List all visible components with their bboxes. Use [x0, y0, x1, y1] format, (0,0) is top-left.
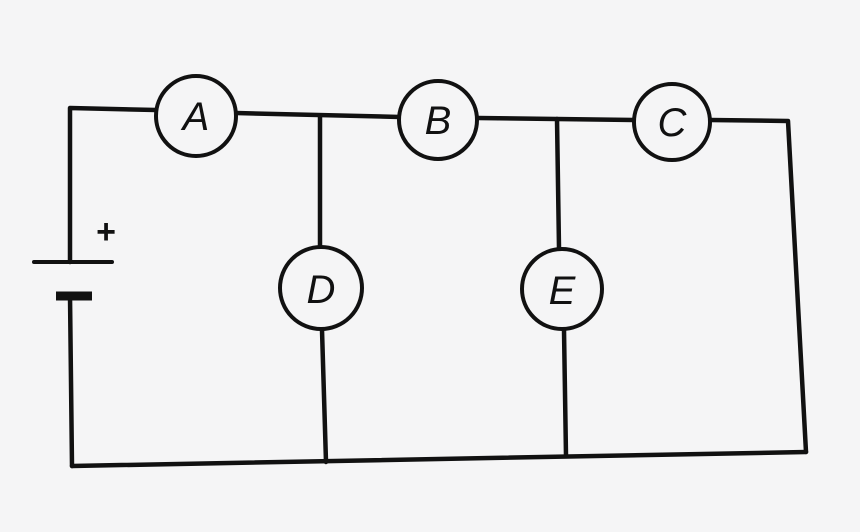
bulb-e: E: [520, 247, 604, 331]
wire-bottom: [69, 449, 809, 469]
wire-branch-e-upper: [554, 116, 562, 251]
bulb-a-circle: [154, 74, 238, 158]
bulb-d-label: D: [307, 268, 336, 312]
bulb-b-label: B: [425, 99, 452, 143]
bulb-e-circle: [520, 247, 604, 331]
wire-branch-e-lower: [561, 327, 569, 459]
bulb-d-circle: [278, 245, 364, 331]
bulb-b: B: [397, 79, 479, 161]
battery-plus-sign: +: [96, 213, 116, 251]
wire-branch-d-lower: [319, 327, 329, 465]
battery: +: [32, 213, 116, 301]
bulb-e-label: E: [549, 269, 577, 313]
bulb-c-label: C: [658, 101, 688, 145]
bulb-c-circle: [632, 82, 712, 162]
wire-right: [707, 117, 809, 455]
bulb-a-label: A: [181, 95, 210, 139]
wires: [67, 105, 809, 469]
wire-left-upper: [67, 105, 159, 265]
bulb-b-circle: [397, 79, 479, 161]
bulb-d: D: [278, 245, 364, 331]
wire-left-lower: [67, 293, 75, 469]
bulb-a: A: [154, 74, 238, 158]
bulb-c: C: [632, 82, 712, 162]
